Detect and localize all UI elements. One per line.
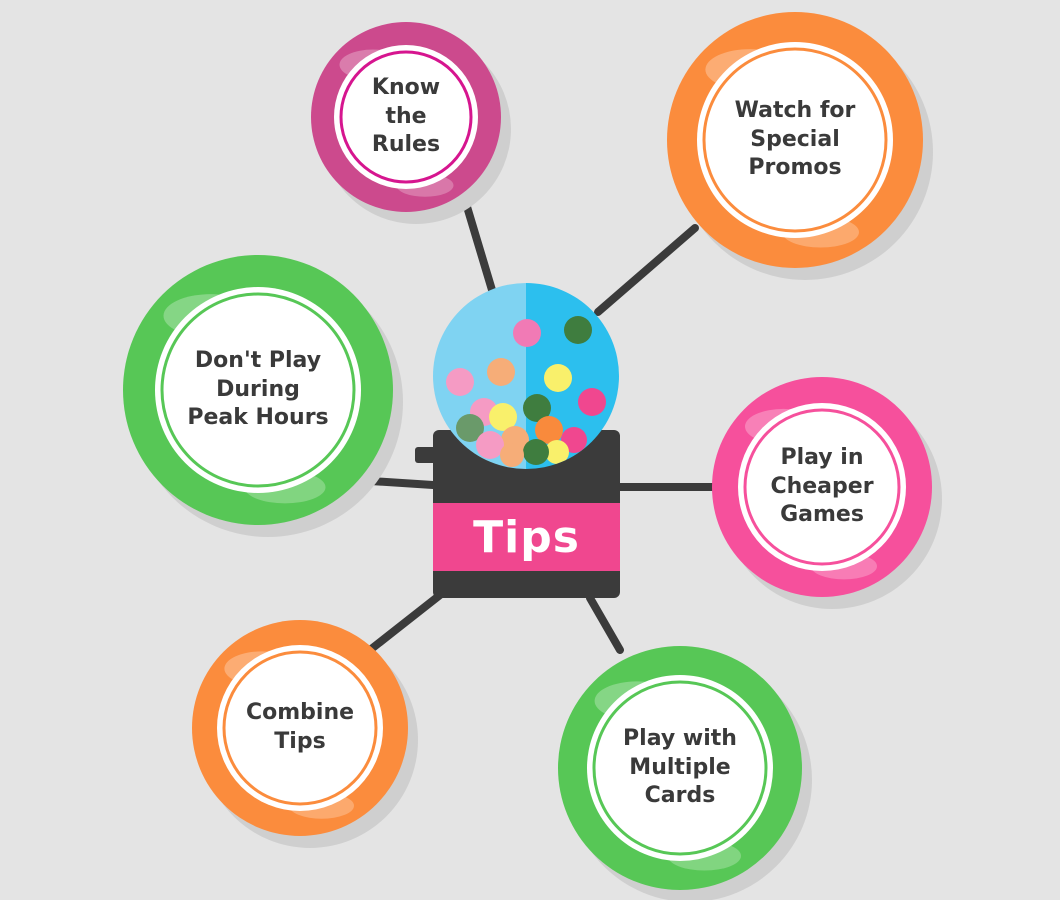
bubble-ring [743, 408, 901, 566]
bubble-ring [592, 680, 768, 856]
connector-special-promos [594, 224, 699, 316]
bingo-ball [545, 440, 569, 464]
bubble-ring [702, 47, 888, 233]
bingo-ball [500, 443, 524, 467]
hub-band [433, 503, 620, 571]
connector-combine-tips [366, 591, 444, 654]
bingo-ball [487, 358, 515, 386]
tip-bubbles [123, 12, 942, 900]
bingo-ball [578, 388, 606, 416]
tip-bubble-know-rules [311, 22, 511, 224]
bubble-inner [217, 645, 383, 811]
connector-multiple-cards [586, 594, 624, 654]
bingo-ball [513, 319, 541, 347]
bingo-ball [523, 439, 549, 465]
bubble-inner [738, 403, 906, 571]
bingo-ball [564, 316, 592, 344]
bubble-inner [334, 45, 478, 189]
tip-bubble-combine-tips [192, 620, 418, 848]
bingo-ball [535, 416, 563, 444]
tip-bubble-peak-hours [123, 255, 403, 537]
tip-bubble-special-promos [667, 12, 933, 280]
connector-know-rules [461, 196, 496, 294]
bingo-ball [456, 414, 484, 442]
connector-lines [351, 196, 716, 654]
tip-bubble-multiple-cards [558, 646, 812, 900]
bingo-ball [489, 403, 517, 431]
bubble-ring [222, 650, 378, 806]
bingo-balls [446, 316, 606, 467]
bingo-cage-hub [415, 283, 620, 598]
bingo-ball [446, 368, 474, 396]
bubble-ring [160, 292, 356, 488]
bubble-inner [587, 675, 773, 861]
bubble-ring [339, 50, 473, 184]
bingo-ball [523, 394, 551, 422]
bingo-ball [476, 431, 504, 459]
tip-bubble-cheaper-games [712, 377, 942, 609]
bubble-inner [155, 287, 361, 493]
bingo-ball [544, 364, 572, 392]
bubble-inner [697, 42, 893, 238]
hub-title: Tips [473, 511, 580, 563]
